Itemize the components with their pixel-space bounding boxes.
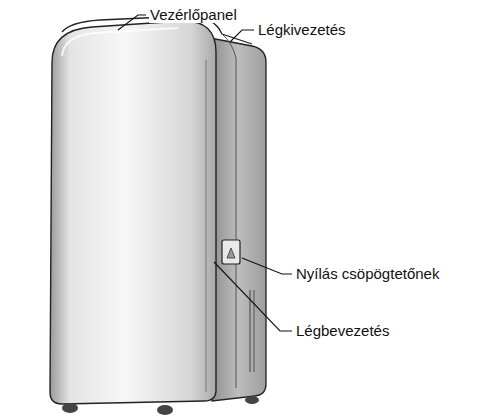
leader-line bbox=[230, 30, 254, 42]
label-holder: Légkivezetés bbox=[257, 21, 347, 39]
side-seam bbox=[222, 34, 236, 388]
wheel bbox=[62, 403, 78, 413]
wheel bbox=[157, 405, 173, 415]
front-highlight bbox=[62, 28, 178, 56]
part-label: Légkivezetés bbox=[257, 21, 347, 38]
drip-outlet-detail bbox=[227, 248, 235, 258]
label-holder: Vezérlőpanel bbox=[149, 6, 238, 24]
label-holder: Nyílás csöpögtetőnek bbox=[295, 265, 440, 283]
front-panel bbox=[50, 21, 216, 404]
leader-line bbox=[242, 258, 292, 274]
air-inlet bbox=[249, 290, 250, 372]
drip-outlet bbox=[222, 240, 240, 264]
air-inlet bbox=[254, 290, 255, 372]
part-label: Légbevezetés bbox=[295, 322, 390, 339]
label-holder: Légbevezetés bbox=[295, 322, 390, 340]
wheel bbox=[245, 396, 259, 404]
part-label: Nyílás csöpögtetőnek bbox=[295, 265, 440, 282]
leader-line bbox=[118, 15, 146, 30]
side-housing bbox=[210, 38, 266, 401]
part-label: Vezérlőpanel bbox=[149, 6, 238, 23]
front-edge-line bbox=[206, 60, 207, 392]
leader-line bbox=[214, 262, 292, 331]
